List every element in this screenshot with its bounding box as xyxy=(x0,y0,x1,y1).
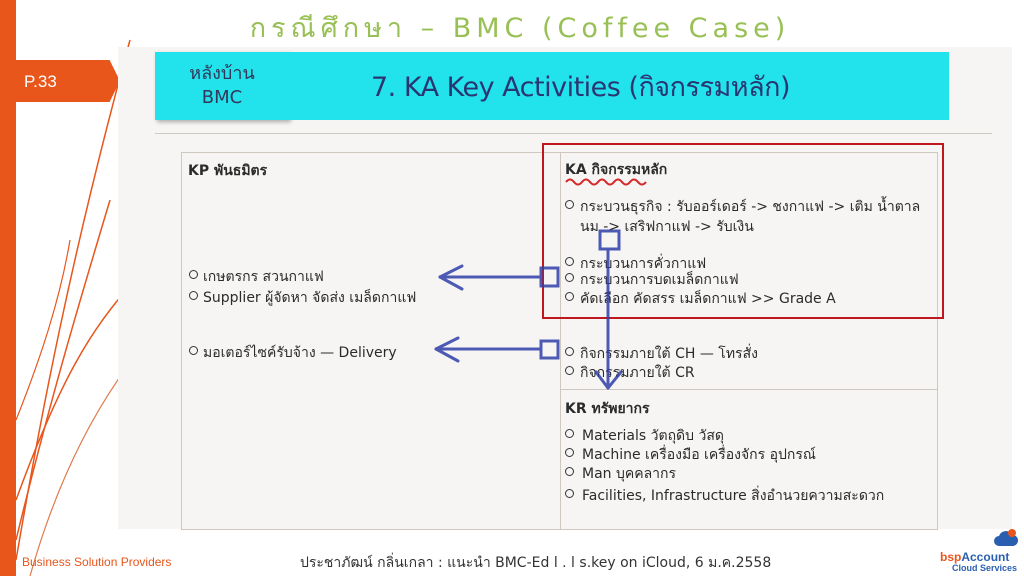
bullet-icon xyxy=(565,429,574,438)
kp-item: Supplier ผู้จัดหา จัดส่ง เมล็ดกาแฟ xyxy=(203,290,417,306)
cloud-logo-icon xyxy=(994,529,1019,546)
brand-logo-sub: Cloud Services xyxy=(952,563,1018,573)
logo-main-b: Account xyxy=(961,550,1010,564)
bullet-icon xyxy=(565,200,574,209)
slide-title-bar: 7. KA Key Activities (กิจกรรมหลัก) xyxy=(289,52,949,120)
divider xyxy=(155,133,992,134)
ka-item: กระบวนธุรกิจ : รับออร์เดอร์ -> ชงกาแฟ ->… xyxy=(580,199,921,215)
bullet-icon xyxy=(189,291,198,300)
bullet-icon xyxy=(565,347,574,356)
ka-heading: KA กิจกรรมหลัก xyxy=(565,162,668,178)
table-row-divider xyxy=(560,389,938,390)
bullet-icon xyxy=(189,270,198,279)
page-number-tab xyxy=(16,60,120,102)
section-label-line2: BMC xyxy=(201,87,243,108)
kp-heading: KP พันธมิตร xyxy=(188,163,268,179)
slide-title: 7. KA Key Activities (กิจกรรมหลัก) xyxy=(371,71,791,103)
bullet-icon xyxy=(565,257,574,266)
bullet-icon xyxy=(565,448,574,457)
page-number: P.33 xyxy=(24,72,57,91)
section-label: หลังบ้าน BMC xyxy=(155,52,289,120)
ka-item: กระบวนการคั่วกาแฟ xyxy=(580,256,707,272)
ka-highlight-frame xyxy=(542,143,944,319)
bullet-icon xyxy=(565,467,574,476)
footer-credit: ประชาภัฒน์ กลิ่นเกลา : แนะนำ BMC-Ed l . … xyxy=(300,555,772,571)
bullet-icon xyxy=(189,346,198,355)
ka-item: คัดเลือก คัดสรร เมล็ดกาแฟ >> Grade A xyxy=(580,291,836,307)
page-title: กรณีศึกษา – BMC (Coffee Case) xyxy=(249,13,791,44)
bullet-icon xyxy=(565,292,574,301)
section-label-line1: หลังบ้าน xyxy=(189,63,255,84)
logo-main-a: bsp xyxy=(940,550,962,564)
ka-item: กิจกรรมภายใต้ CH — โทรสั่ง xyxy=(580,346,758,362)
slide-canvas xyxy=(118,47,1012,529)
ka-item: กระบวนการบดเมล็ดกาแฟ xyxy=(580,272,739,288)
footer-company: Business Solution Providers xyxy=(22,555,172,569)
bullet-icon xyxy=(565,489,574,498)
kr-item: Materials วัตถุดิบ วัสดุ xyxy=(582,428,724,444)
table-column-divider xyxy=(560,152,561,530)
bullet-icon xyxy=(565,366,574,375)
ka-item-continued: นม -> เสริฟกาแฟ -> รับเงิน xyxy=(580,219,754,235)
kr-heading: KR ทรัพยากร xyxy=(565,401,650,417)
red-underline xyxy=(565,178,647,186)
bmc-table xyxy=(181,152,938,530)
bullet-icon xyxy=(565,273,574,282)
kp-item: มอเตอร์ไซค์รับจ้าง — Delivery xyxy=(203,345,397,361)
kr-item: Man บุคคลากร xyxy=(582,466,677,482)
kp-item: เกษตรกร สวนกาแฟ xyxy=(203,269,324,285)
kr-item: Machine เครื่องมือ เครื่องจักร อุปกรณ์ xyxy=(582,447,816,463)
brand-logo: bspAccount xyxy=(940,550,1009,564)
left-accent-bar xyxy=(0,0,16,576)
kr-item: Facilities, Infrastructure สิ่งอำนวยความ… xyxy=(582,488,885,504)
